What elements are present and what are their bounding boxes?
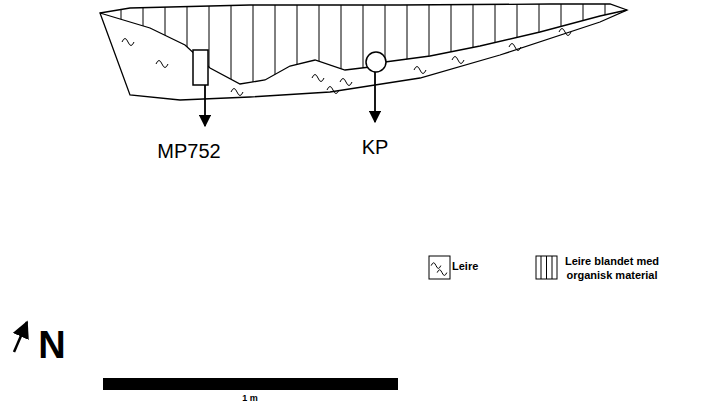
clay-mark xyxy=(437,270,447,276)
sample-label: KP xyxy=(362,136,389,158)
clay-mark xyxy=(559,29,571,36)
leader-arrow xyxy=(204,85,206,126)
clay-mark xyxy=(312,75,324,82)
clay-mark xyxy=(414,67,426,74)
clay-mark xyxy=(231,89,243,96)
clay-mark xyxy=(509,44,521,51)
leader-arrow xyxy=(374,72,376,122)
section-outline xyxy=(100,4,627,100)
legend-swatch xyxy=(428,255,452,281)
scale-label: 1 m xyxy=(242,394,258,404)
north-arrow xyxy=(14,322,27,352)
legend-text: Leire xyxy=(452,260,512,274)
clay-mark xyxy=(340,79,352,86)
organic-layer xyxy=(100,4,627,84)
north-label: N xyxy=(38,325,65,367)
sample-circle xyxy=(366,52,386,72)
clay-mark xyxy=(327,87,339,94)
legend-swatch xyxy=(535,255,559,281)
legend-text: Leire blandet med organisk material xyxy=(562,255,662,283)
clay-mark xyxy=(431,263,441,269)
sample-box xyxy=(193,50,208,85)
clay-mark xyxy=(122,39,134,46)
layer-boundary xyxy=(100,10,627,84)
clay-mark xyxy=(156,61,168,68)
clay-mark xyxy=(452,57,464,64)
scale-bar xyxy=(103,378,398,390)
sample-label: MP752 xyxy=(157,140,220,162)
